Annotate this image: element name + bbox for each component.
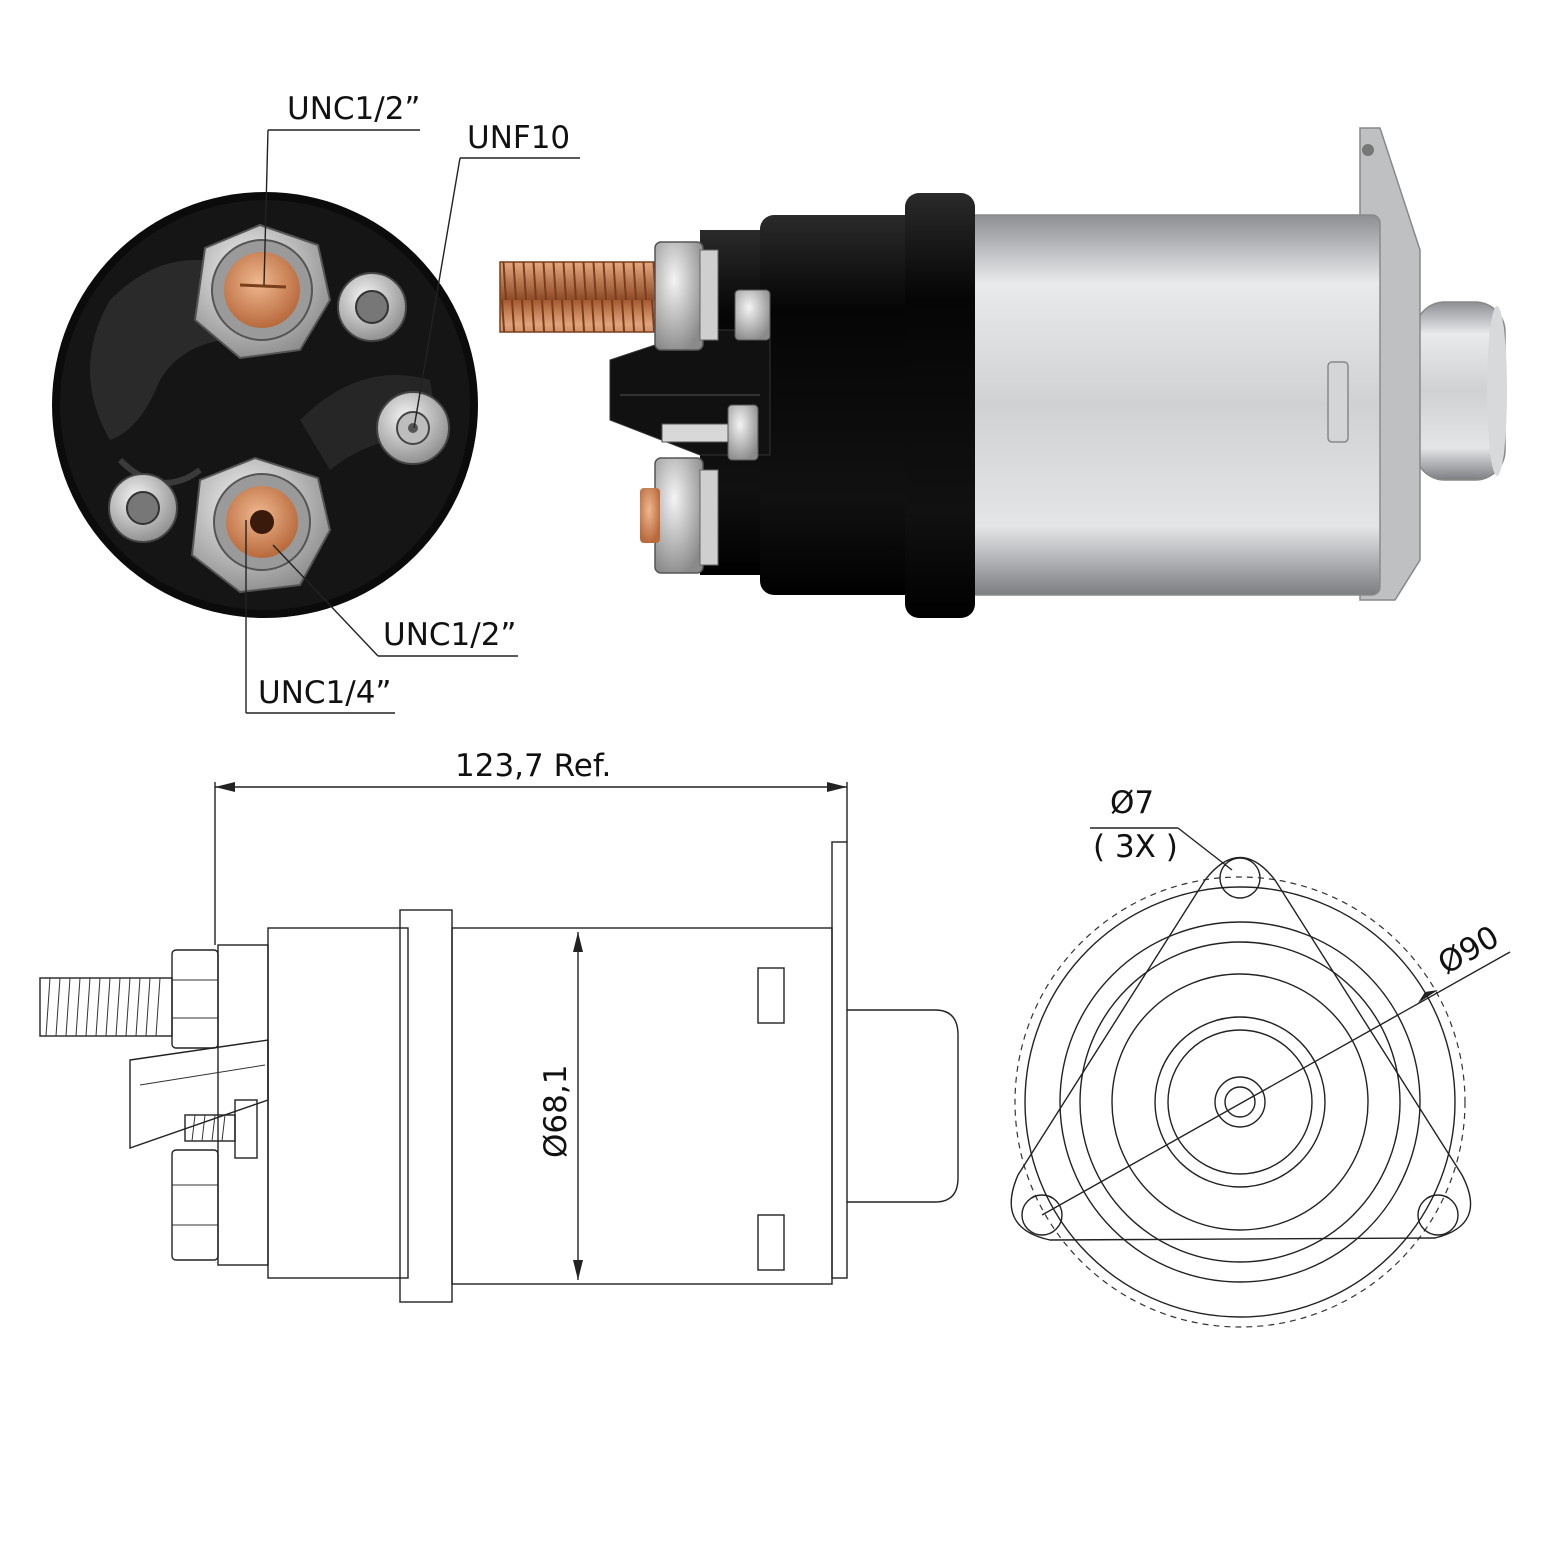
main-terminal-top <box>193 223 332 360</box>
main-terminal-bottom <box>190 456 332 594</box>
callout-lines <box>245 129 580 714</box>
dimension-body-diameter: Ø68,1 <box>538 1065 574 1158</box>
callout-unc12-bottom: UNC1/2” <box>383 617 516 653</box>
end-view-terminal-cap <box>52 192 478 618</box>
stud-nuts <box>640 241 771 574</box>
main-stud <box>499 261 661 333</box>
callout-unf10: UNF10 <box>467 120 570 156</box>
steel-body <box>959 214 1381 596</box>
side-view-photo <box>499 127 1507 618</box>
plunger <box>1414 301 1507 481</box>
callout-unc14: UNC1/4” <box>258 675 391 711</box>
small-stud <box>661 404 759 461</box>
unf10-stud <box>376 391 450 465</box>
front-line-drawing <box>1010 827 1511 1328</box>
dimension-hole-diameter: Ø7 <box>1110 785 1154 821</box>
side-line-drawing <box>39 782 959 1303</box>
callout-unc12-top: UNC1/2” <box>287 91 420 127</box>
dimension-bolt-circle: Ø90 <box>1432 919 1505 982</box>
dimension-hole-count: ( 3X ) <box>1093 829 1178 865</box>
small-terminal-nut <box>337 272 407 342</box>
small-terminal-nut-left <box>108 473 178 543</box>
dimension-length: 123,7 Ref. <box>455 748 611 784</box>
